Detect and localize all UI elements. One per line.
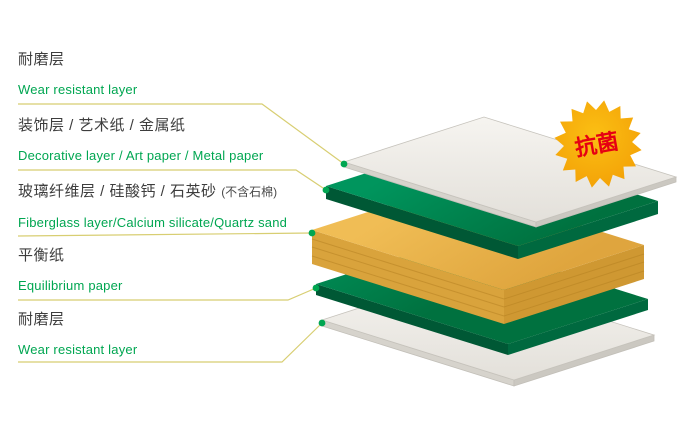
layer-pointer-dots — [308, 160, 348, 327]
label-en: Wear resistant layer — [18, 82, 138, 97]
layer-pointer-dot — [322, 186, 330, 194]
leader-lines — [17, 103, 345, 363]
layer-pointer-dot — [340, 160, 348, 168]
leader-line-2 — [18, 169, 327, 191]
layer-pointer-dot — [308, 229, 316, 237]
label-en: Wear resistant layer — [18, 342, 138, 357]
label-zh-note: (不含石棉) — [221, 185, 278, 199]
layer-top-wear-sheet — [342, 116, 678, 228]
layer-label-decorative: 装饰层 / 艺术纸 / 金属纸 Decorative layer / Art p… — [18, 116, 263, 164]
leader-line-1 — [18, 103, 345, 165]
label-zh: 耐磨层 — [18, 311, 65, 328]
leader-line-5 — [18, 322, 323, 363]
label-en: Decorative layer / Art paper / Metal pap… — [18, 148, 264, 163]
layer-label-top-wear: 耐磨层 Wear resistant layer — [18, 50, 137, 98]
label-en: Equilibrium paper — [18, 278, 123, 293]
label-en: Fiberglass layer/Calcium silicate/Quartz… — [18, 215, 288, 230]
layer-pointer-dot — [312, 284, 320, 292]
starburst-icon — [554, 100, 642, 188]
layer-label-bottom-wear: 耐磨层 Wear resistant layer — [18, 310, 137, 358]
label-zh: 平衡纸 — [18, 247, 65, 264]
antibacterial-badge: 抗菌 — [554, 100, 642, 188]
layer-pointer-dot — [318, 319, 326, 327]
label-zh-main: 玻璃纤维层 / 硅酸钙 / 石英砂 — [18, 183, 217, 200]
label-zh: 玻璃纤维层 / 硅酸钙 / 石英砂 (不含石棉) — [18, 182, 287, 202]
leader-line-3 — [17, 232, 313, 237]
label-zh: 装饰层 / 艺术纸 / 金属纸 — [18, 117, 186, 134]
leader-line-4 — [18, 287, 317, 301]
layer-label-fiberglass: 玻璃纤维层 / 硅酸钙 / 石英砂 (不含石棉) Fiberglass laye… — [18, 182, 287, 231]
layer-label-equilibrium: 平衡纸 Equilibrium paper — [18, 246, 123, 294]
label-zh: 耐磨层 — [18, 51, 65, 68]
